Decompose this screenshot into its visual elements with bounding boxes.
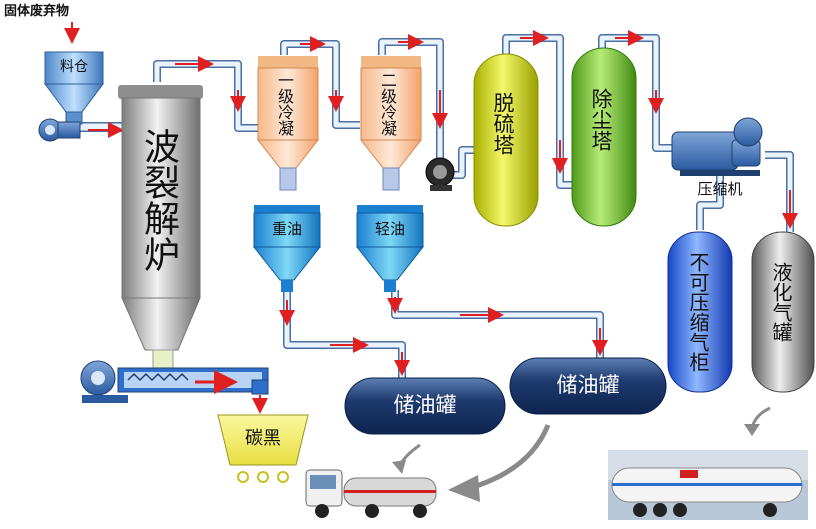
feed-motor [39,119,80,141]
oil-tank-1-label: 储油罐 [345,395,505,416]
compressor-machine [672,118,762,176]
light-oil-separator [357,205,423,292]
oil-tanker-truck [306,470,436,518]
pyrolysis-furnace-label: 波裂解炉 [140,128,176,272]
light-oil-label: 轻油 [357,222,423,237]
heavy-oil-separator [254,205,320,292]
lpg-tank-label: 液化气罐 [771,262,791,342]
carbon-black-label: 碳黑 [230,430,296,448]
screw-conveyor [81,361,268,403]
cooler-1-label: 一级冷凝 [276,72,292,136]
input-title: 固体废弃物 [4,5,69,18]
compressor-label: 压缩机 [684,182,756,197]
dust-tower-label: 除尘塔 [590,88,611,151]
blower-fan [426,158,454,191]
heavy-oil-label: 重油 [254,222,320,237]
gas-holder-label: 不可压缩气柜 [688,252,708,372]
oil-tank-2-label: 储油罐 [510,375,666,396]
desulfurization-tower-label: 脱硫塔 [492,92,513,155]
lpg-trailer-photo [608,450,808,520]
cooler-2-label: 二级冷凝 [379,72,395,136]
hopper-label: 料仓 [54,60,94,74]
